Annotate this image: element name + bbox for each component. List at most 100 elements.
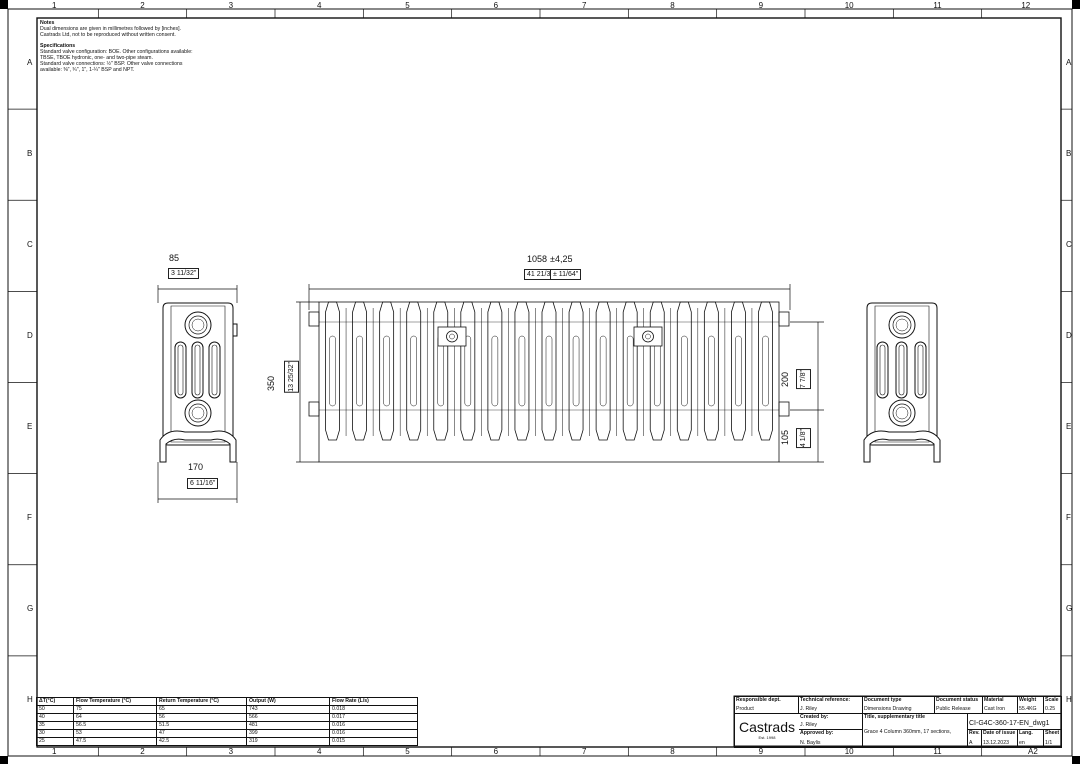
notes-line: Castrads Ltd, not to be reproduced witho…	[40, 32, 176, 39]
table-cell: 65	[156, 705, 247, 714]
created-by-cell: Created by: J. Riley	[799, 714, 863, 730]
doc-id-cell: CI-G4C-360-17-EN_dwg1	[968, 714, 1061, 730]
field-label: Date of issue	[983, 730, 1016, 736]
table-cell: 42.5	[156, 737, 247, 746]
notes-line: Dual dimensions are given in millimetres…	[40, 26, 181, 33]
radiator-section	[649, 301, 665, 441]
table-cell: 30	[36, 729, 74, 738]
zone-column-label: 4	[316, 747, 322, 756]
zone-row-label: C	[27, 239, 33, 249]
field-value: 0.25	[1045, 706, 1056, 712]
radiator-section	[731, 301, 746, 441]
table-cell: 0.015	[329, 737, 418, 746]
zone-column-label: 8	[670, 1, 675, 10]
zone-row-label: F	[1066, 513, 1071, 523]
zone-column-label: 7	[581, 1, 587, 10]
field-label: Created by:	[800, 714, 829, 720]
zone-column-label: 9	[758, 1, 764, 10]
date-cell: Date of issue 13.12.2023	[982, 730, 1018, 747]
paper-size: A2	[1028, 747, 1038, 756]
zone-column-label: 2	[140, 1, 145, 10]
zone-row-label: E	[27, 422, 33, 432]
table-cell: 56.5	[73, 721, 157, 730]
section-column	[410, 335, 417, 407]
zone-column-label: 9	[758, 747, 764, 756]
output-table: ΔT(°C) Flow Temperature (°C) Return Temp…	[36, 697, 418, 746]
radiator-section	[379, 301, 395, 441]
height-mm: 350	[266, 376, 276, 392]
notes-heading: Notes	[40, 20, 55, 26]
radiator-section	[460, 301, 476, 441]
radiator-section	[325, 301, 340, 441]
table-cell: 566	[246, 713, 330, 722]
radiator-section	[568, 301, 584, 441]
radiator-section	[676, 301, 692, 441]
table-cell: 53	[73, 729, 157, 738]
zone-column-label: 5	[405, 747, 410, 756]
table-cell: 25	[36, 737, 74, 746]
col-header: Flow Temperature (°C)	[73, 697, 157, 706]
zone-column-label: 12	[1021, 1, 1031, 10]
zone-row-label: B	[1066, 148, 1072, 158]
field-label: Rev.	[969, 730, 980, 736]
zone-column-label: 10	[844, 1, 854, 10]
section-column	[383, 335, 390, 407]
approved-by-cell: Approved by: N. Baylis	[799, 730, 863, 747]
table-cell: 35	[36, 721, 74, 730]
lang-cell: Lang. en	[1018, 730, 1044, 747]
table-cell: 0.016	[329, 729, 418, 738]
spec-line: Standard valve connections: ½" BSP. Othe…	[40, 61, 183, 68]
zone-row-label: E	[1066, 422, 1072, 432]
zone-column-label: 6	[493, 1, 499, 10]
brand-name: Castrads	[738, 719, 796, 735]
zone-row-label: A	[1066, 57, 1072, 67]
notes-block: Notes Dual dimensions are given in milli…	[40, 20, 240, 74]
zone-row-label: D	[1066, 330, 1072, 340]
field-label: Responsible dept.	[736, 697, 781, 703]
table-cell: 47	[156, 729, 247, 738]
section-column	[708, 335, 715, 407]
zone-column-label: 4	[316, 1, 322, 10]
zone-column-label: 11	[933, 1, 942, 10]
section-column	[545, 335, 553, 407]
section-column	[518, 335, 526, 407]
radiator-section	[352, 301, 367, 441]
doc-status-cell: Document status Public Release	[935, 697, 983, 714]
responsible-dept-cell: Responsible dept. Product	[735, 697, 799, 714]
document-id: CI-G4C-360-17-EN_dwg1	[969, 720, 1050, 727]
side-width-in: 3 11/32"	[168, 268, 200, 279]
overall-width-mm: 1058	[527, 254, 548, 264]
table-cell: 481	[246, 721, 330, 730]
specifications-heading: Specifications	[40, 42, 76, 49]
side-dimensions	[157, 285, 238, 503]
zone-row-label: F	[27, 513, 32, 523]
rev-cell: Rev. A	[968, 730, 982, 747]
spec-line: Standard valve configuration: BOE. Other…	[40, 48, 193, 55]
section-column	[735, 335, 742, 407]
centres-mm: 200	[780, 372, 790, 388]
table-cell: 47.5	[73, 737, 157, 746]
zone-column-label: 11	[933, 747, 942, 756]
section-column	[464, 335, 472, 407]
field-value: 55.4KG	[1019, 706, 1037, 712]
brand-established: Est. 1998	[758, 735, 776, 740]
radiator-section	[541, 301, 557, 441]
zone-markers	[8, 9, 1072, 756]
zone-column-label: 1	[51, 747, 57, 756]
field-label: Sheet	[1045, 730, 1060, 736]
zone-column-label: 3	[228, 1, 234, 10]
field-value: 13.12.2023	[983, 740, 1009, 746]
table-cell: 0.016	[329, 721, 418, 730]
castrads-logo: Castrads Est. 1998	[735, 714, 799, 747]
field-label: Title, supplementary title	[864, 714, 926, 720]
field-value: J. Riley	[800, 722, 818, 728]
field-value: N. Baylis	[800, 740, 821, 746]
field-label: Scale	[1045, 697, 1059, 703]
table-cell: 51.5	[156, 721, 247, 730]
side-depth-in: 6 11/16"	[187, 478, 219, 489]
